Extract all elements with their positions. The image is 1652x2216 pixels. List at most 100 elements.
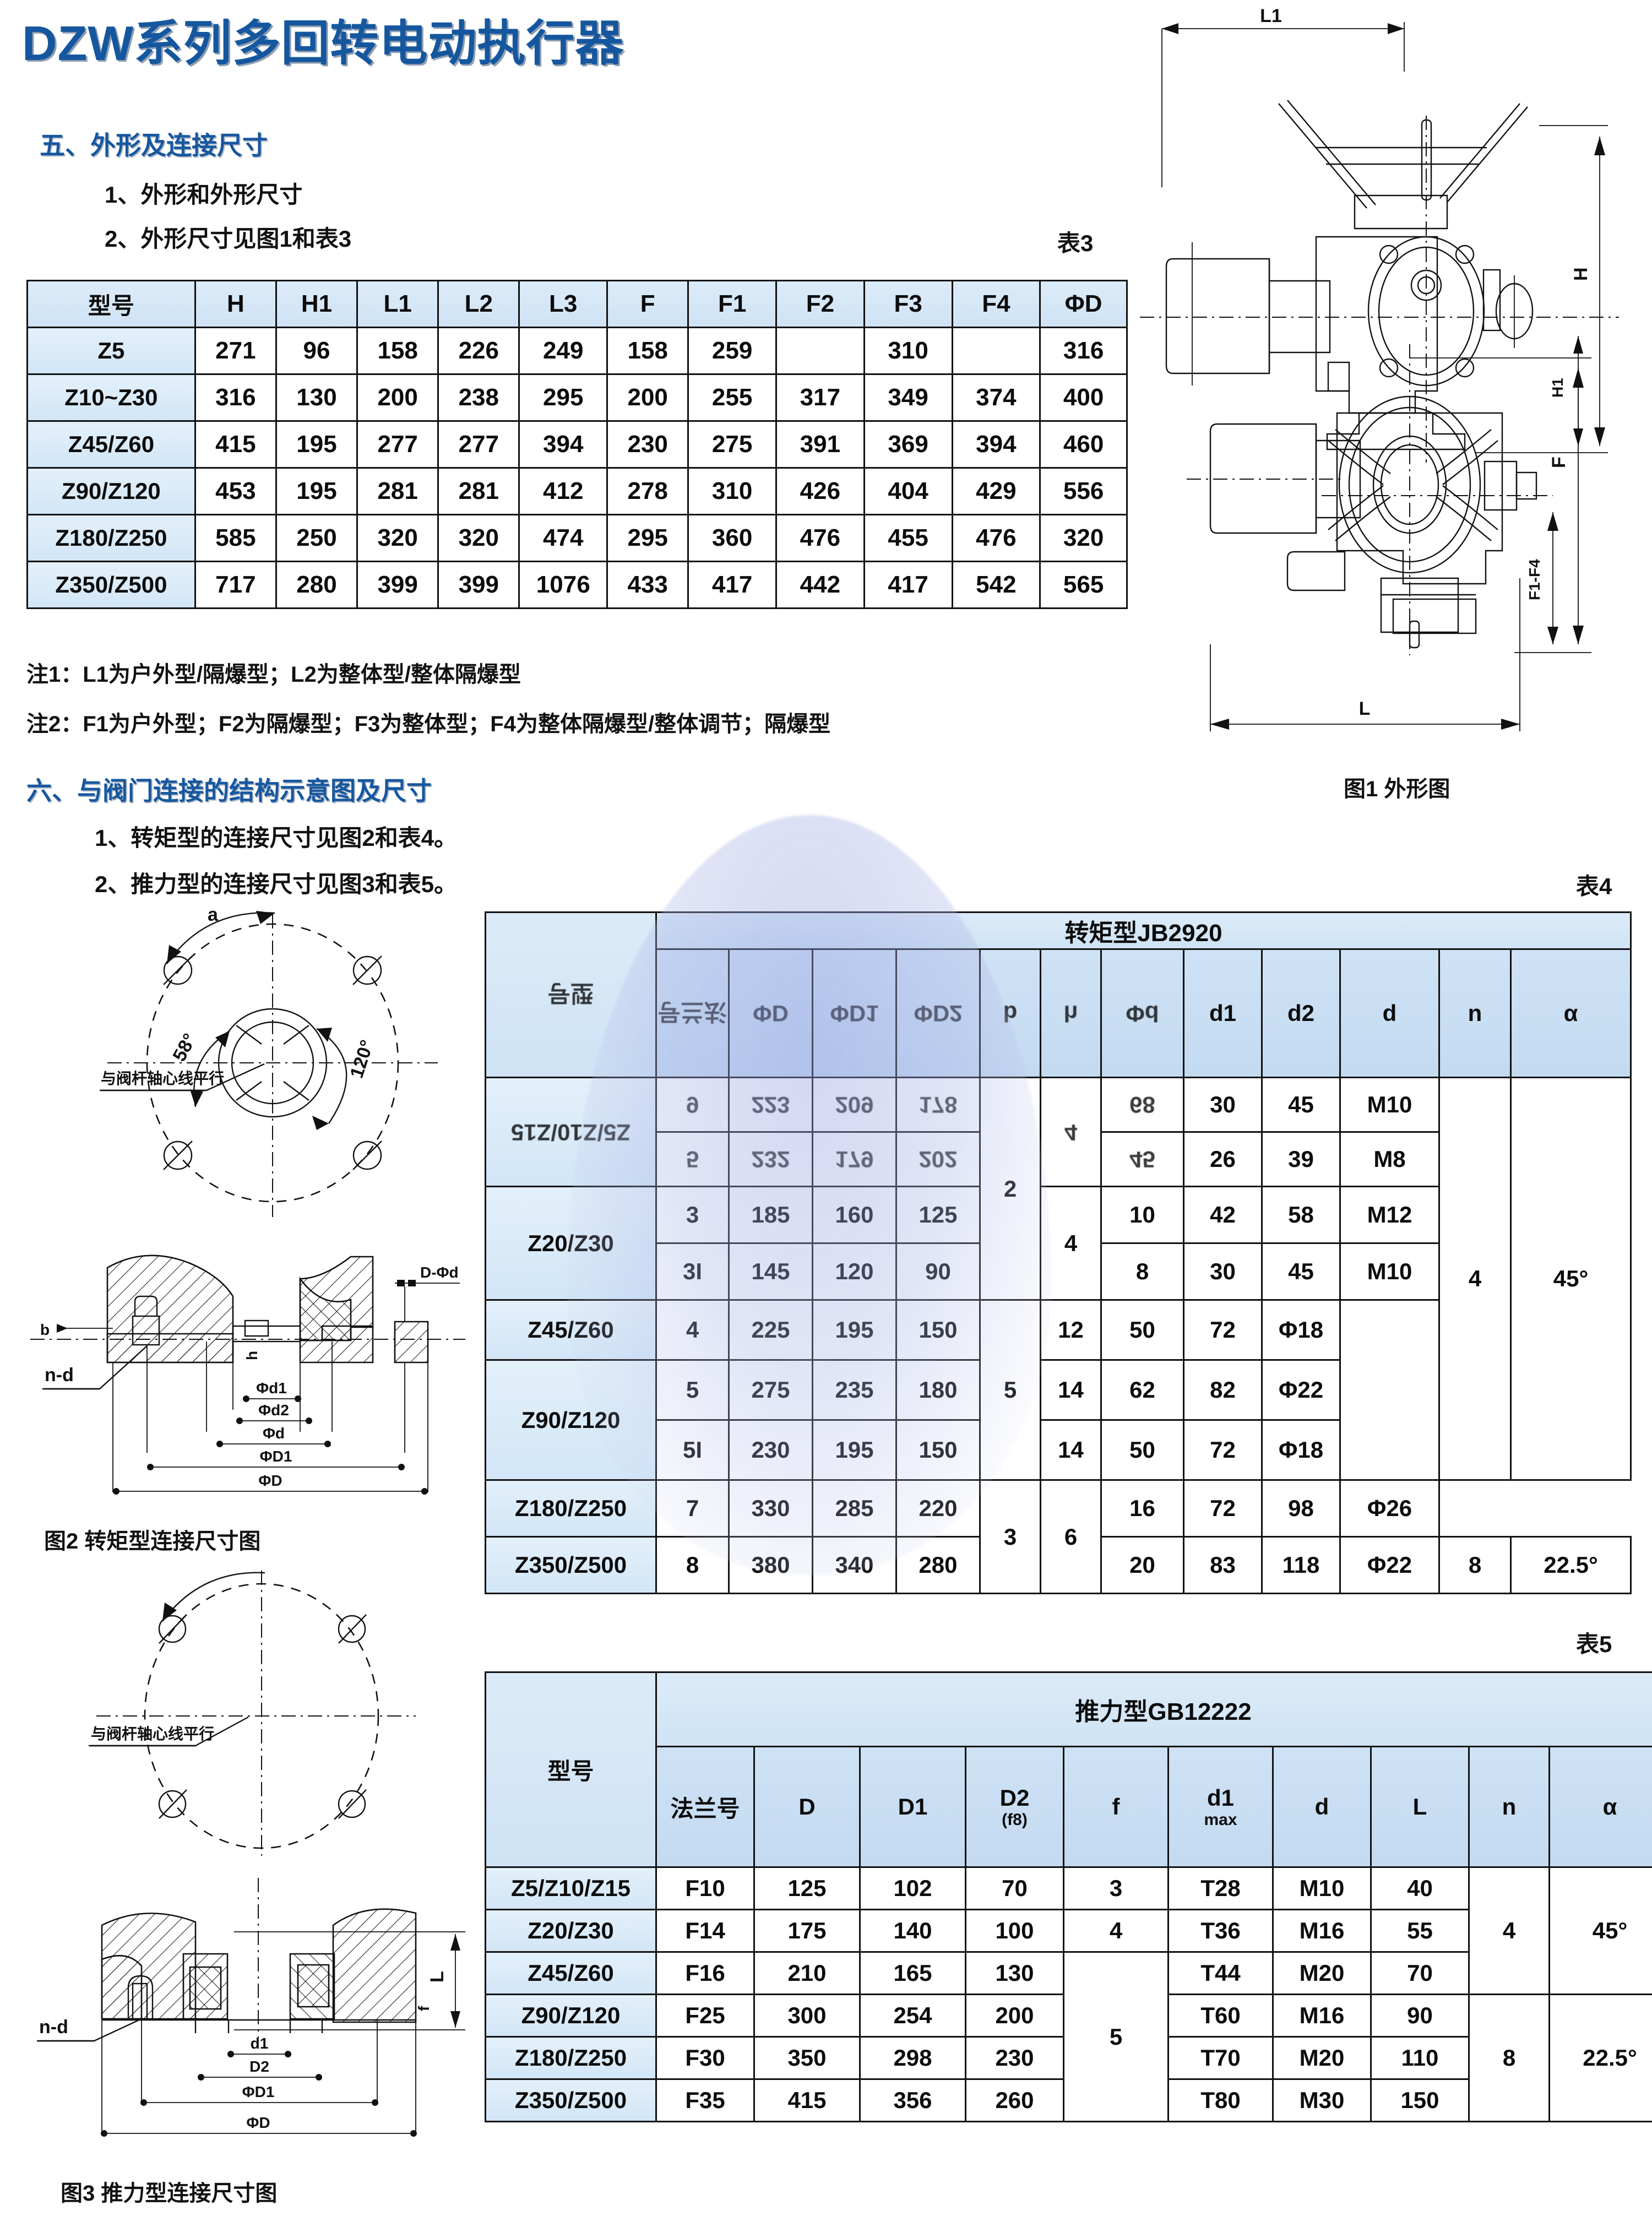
t3-r2-c2: 195 (275, 420, 358, 469)
t5-r1-D2: 100 (965, 1909, 1064, 1953)
t5-r0-flange: F10 (655, 1866, 755, 1910)
t4-r6-dth: 72 (1183, 1419, 1263, 1481)
t5-r0-f: 3 (1063, 1866, 1169, 1910)
t4-r2-flange: 3 (655, 1186, 730, 1244)
t3-r0-c10 (951, 327, 1041, 375)
t4-r5-model: Z90/Z120 (485, 1359, 657, 1481)
t5-r1-D1: 140 (859, 1909, 966, 1953)
t4-r8-D2: 280 (895, 1536, 981, 1594)
table-5-label: 表5 (1576, 1631, 1612, 1657)
t3-r0-c7: 259 (687, 327, 777, 375)
t4-r1-phid: 45 (1100, 1131, 1184, 1187)
t3-r1-c2: 130 (275, 373, 358, 422)
t4-col-n: n (1438, 948, 1512, 1078)
t4-r7-D: 330 (728, 1479, 813, 1538)
fig1-dim-F: F (1548, 457, 1569, 468)
t4-r6-D: 230 (728, 1419, 813, 1481)
t4-r5-D1: 235 (812, 1359, 897, 1421)
table-3-header-row: 型号 H H1 L1 L2 L3 F F1 F2 F3 F4 ΦD (26, 280, 1128, 328)
fig3-parallel-label: 与阀杆轴心线平行 (91, 1725, 214, 1742)
t5-r5-model: Z350/Z500 (485, 2078, 657, 2122)
t5-r4-flange: F30 (655, 2036, 755, 2080)
t5-r1-f: 4 (1063, 1909, 1169, 1953)
t4-r7-d2: 72 (1183, 1479, 1263, 1538)
t5-col-D: D (753, 1746, 861, 1868)
t3-col-3: L1 (356, 280, 439, 328)
t4-col-d2: d2 (1261, 948, 1341, 1078)
t4-r1-d1: 26 (1183, 1131, 1263, 1187)
table-row: 5 232 179 202 45 26 39 M8 (486, 1131, 1631, 1187)
table-4-torque-type-dimensions: 型号 转矩型JB2920 法兰号 ΦD ΦD1 ΦD2 b h Φd d1 d2… (485, 911, 1632, 1594)
t3-r2-c1: 415 (194, 420, 277, 469)
t5-r0-d1max: T28 (1167, 1866, 1274, 1910)
figure-1-caption: 图1 外形图 (1344, 777, 1450, 801)
t4-r5-dt2: Φ22 (1261, 1359, 1341, 1421)
t4-r1-flange: 5 (655, 1131, 730, 1187)
table-row: Z45/Z60 415 195 277 277 394 230 275 391 … (26, 420, 1128, 469)
t5-r2-D: 210 (753, 1951, 861, 1995)
t4-b-merge-1: 2 (979, 1077, 1041, 1301)
t3-r3-c1: 453 (194, 467, 277, 515)
t4-r5-D2: 180 (895, 1359, 981, 1421)
t4-r0-flange: 9 (655, 1077, 730, 1133)
t4-r7-d1: 16 (1100, 1479, 1184, 1538)
t5-r3-D1: 254 (859, 1994, 966, 2038)
t4-r4-D1: 195 (812, 1299, 897, 1361)
t4-col-phi-d: Φd (1100, 948, 1184, 1078)
note-2: 注2：F1为户外型；F2为隔爆型；F3为整体型；F4为整体隔爆型/整体调节；隔爆… (26, 712, 831, 736)
t3-col-9: F3 (863, 280, 953, 328)
t3-r4-c2: 250 (275, 514, 358, 562)
t4-r5-dth: 82 (1183, 1359, 1263, 1421)
table-3-label: 表3 (1057, 230, 1094, 256)
t5-alpha-merge-2: 22.5° (1548, 1994, 1652, 2122)
t4-col-alpha: α (1509, 948, 1632, 1078)
t5-r2-d: M20 (1272, 1951, 1372, 1995)
section-6-item-2: 2、推力型的连接尺寸见图3和表5。 (95, 871, 458, 897)
t4-r6-dt2: Φ18 (1261, 1419, 1341, 1481)
fig2-bolt-holes (163, 955, 382, 1170)
t3-r1-model: Z10~Z30 (26, 373, 196, 422)
t4-r8-d1: 20 (1100, 1536, 1184, 1594)
t5-r1-d: M16 (1272, 1909, 1372, 1953)
t5-r4-D2: 230 (965, 2036, 1064, 2080)
t5-r2-L: 70 (1370, 1951, 1470, 1995)
t5-r5-L: 150 (1370, 2078, 1470, 2122)
t3-r4-model: Z180/Z250 (26, 514, 196, 562)
table-4-label: 表4 (1576, 873, 1612, 899)
t3-r4-c8: 476 (775, 514, 865, 562)
t4-r0-D: 223 (728, 1077, 813, 1133)
t4-r7-D1: 285 (812, 1479, 897, 1538)
t5-r5-D1: 356 (859, 2078, 966, 2122)
t3-r3-c11: 556 (1039, 467, 1128, 515)
t3-r0-c8 (775, 327, 865, 375)
t4-col-flange: 法兰号 (655, 948, 730, 1078)
t3-r5-c10: 542 (951, 561, 1041, 609)
t4-r0-d2: 45 (1261, 1077, 1341, 1133)
t4-alpha-merge-2: 22.5° (1509, 1536, 1632, 1594)
section-6-heading: 六、与阀门连接的结构示意图及尺寸 (26, 776, 432, 805)
t3-r1-c10: 374 (951, 373, 1041, 422)
t5-col-d: d (1272, 1746, 1372, 1868)
table-5-thrust-type-dimensions: 型号 推力型GB12222 法兰号 D D1 D2 (f8) f d1 max … (485, 1671, 1652, 2122)
t4-r0-dthread: M10 (1339, 1077, 1440, 1133)
t3-r0-c3: 158 (356, 327, 439, 375)
table-row: Z20/Z30 F14 175 140 100 4 T36 M16 55 (485, 1909, 1652, 1953)
t3-r0-c5: 249 (518, 327, 608, 375)
t4-r3-D2: 90 (895, 1242, 981, 1301)
t3-r1-c11: 400 (1039, 373, 1128, 422)
t3-r0-c6: 158 (606, 327, 689, 375)
t3-r0-c11: 316 (1039, 327, 1128, 375)
t5-n-merge-2: 8 (1468, 1994, 1550, 2122)
t5-r0-D1: 102 (859, 1866, 966, 1910)
t4-r8-dt2: Φ22 (1339, 1536, 1440, 1594)
t4-h-merge-4: 6 (1040, 1479, 1102, 1594)
t3-col-4: L2 (437, 280, 520, 328)
t3-r2-c4: 277 (437, 420, 520, 469)
t4-r7-dt2: Φ26 (1339, 1479, 1440, 1538)
t5-r0-model: Z5/Z10/Z15 (485, 1866, 657, 1910)
t4-col-d: d (1339, 948, 1440, 1078)
t5-col-d1: d1 max (1167, 1746, 1274, 1868)
t4-col-h: h (1040, 948, 1102, 1078)
t5-r0-D: 125 (753, 1866, 861, 1910)
figure-2-cross-section: b D-Φd n-d h Φd1 Φd2 Φd (25, 1234, 482, 1564)
